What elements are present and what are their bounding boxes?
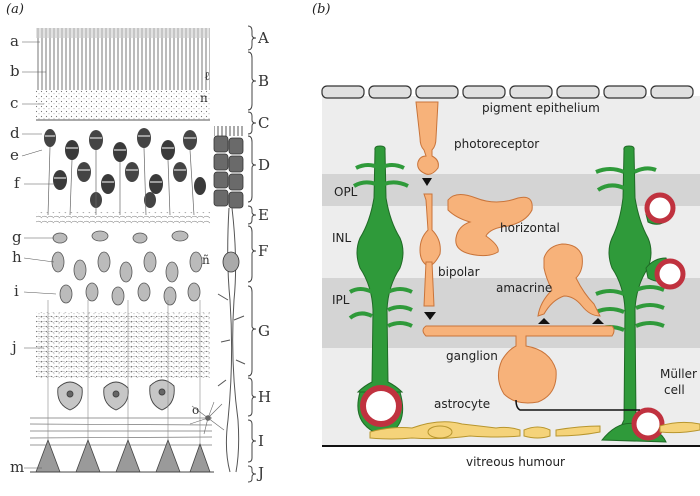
side-column xyxy=(189,126,246,473)
ganglion-axon xyxy=(515,399,640,411)
astrocytes xyxy=(369,421,700,440)
label-opl: OPL xyxy=(334,185,358,199)
label-photoreceptor: photoreceptor xyxy=(454,137,539,151)
panel-a-label: (a) xyxy=(6,2,24,17)
letter-h: h xyxy=(12,248,22,266)
brace-letter-J: J xyxy=(256,464,264,482)
label-vitreous-humour: vitreous humour xyxy=(466,455,565,469)
ganglion-cell xyxy=(422,325,615,404)
letter-j: j xyxy=(10,338,17,356)
letter-e: e xyxy=(10,146,19,164)
pigment-epithelium xyxy=(321,85,694,99)
letter-i: i xyxy=(14,282,19,300)
outer-nuclear-layer xyxy=(44,128,206,216)
rod-layer xyxy=(36,28,210,90)
brace-letter-H: H xyxy=(258,388,271,406)
label-ipl: IPL xyxy=(332,293,350,307)
label-inl: INL xyxy=(332,231,352,245)
label-pigment-epithelium: pigment epithelium xyxy=(482,101,600,115)
brace-letter-B: B xyxy=(258,72,269,90)
letter-o: o xyxy=(192,403,199,417)
brace-letter-D: D xyxy=(258,156,270,174)
photoreceptor-cell xyxy=(415,101,439,175)
label-bipolar: bipolar xyxy=(438,265,480,279)
brace-letter-C: C xyxy=(258,114,269,132)
synapse-arrow-amacrine-left xyxy=(538,318,550,324)
letter-l: ℓ xyxy=(204,69,210,83)
synapse-arrow-amacrine-right xyxy=(592,318,604,324)
synapse-arrow-photoreceptor xyxy=(422,178,432,186)
amacrine-cell xyxy=(537,243,601,317)
bipolar-cell xyxy=(419,193,441,307)
label-muller-line2: cell xyxy=(664,383,685,397)
brace-letter-A: A xyxy=(257,29,269,47)
brace-letter-G: G xyxy=(258,322,270,340)
letter-d: d xyxy=(10,124,20,142)
label-ganglion: ganglion xyxy=(446,349,498,363)
letter-n: n xyxy=(200,91,208,105)
panel-a-braces xyxy=(247,25,257,483)
label-horizontal: horizontal xyxy=(500,221,560,235)
blood-vessel-right-mid xyxy=(654,258,686,290)
panel-b-label: (b) xyxy=(312,2,331,17)
letter-c: c xyxy=(10,94,18,112)
brace-letter-F: F xyxy=(258,242,268,260)
synapse-arrow-bipolar xyxy=(424,312,436,320)
letter-b: b xyxy=(10,62,20,80)
letter-n-tilde: ñ xyxy=(202,253,210,267)
letter-f: f xyxy=(14,174,21,192)
inner-segment-layer xyxy=(36,90,210,120)
blood-vessel-right-bottom xyxy=(631,407,665,441)
letter-g: g xyxy=(12,228,22,246)
retina-column xyxy=(29,28,214,473)
letter-m: m xyxy=(10,458,24,476)
horizontal-cell xyxy=(447,194,533,257)
blood-vessel-left xyxy=(360,385,402,427)
panel-a-brace-letters: A B C D E F G H I J xyxy=(256,29,271,482)
astrocyte-star xyxy=(189,401,225,435)
label-muller-line1: Müller xyxy=(660,367,697,381)
panel-a-letters: a b c d e f g h i j m ℓ n ñ o xyxy=(10,32,210,476)
letter-a: a xyxy=(10,32,19,50)
ganglion-layer xyxy=(57,379,175,411)
brace-letter-I: I xyxy=(258,432,264,450)
inner-nuclear-layer xyxy=(51,230,203,306)
brace-letter-E: E xyxy=(258,206,269,224)
label-amacrine: amacrine xyxy=(496,281,552,295)
label-astrocyte: astrocyte xyxy=(434,397,490,411)
blood-vessel-right-top xyxy=(644,192,676,224)
